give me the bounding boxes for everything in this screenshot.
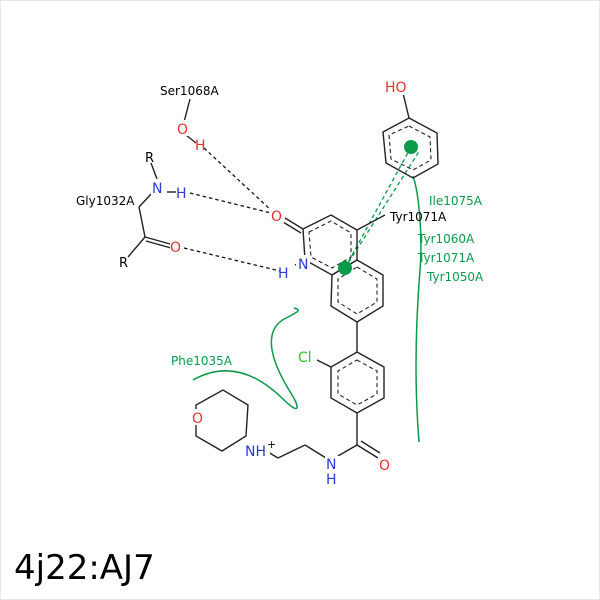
atom-o-water: O: [177, 122, 188, 138]
ligand-chlorophenyl: [314, 322, 385, 459]
atom-cl: Cl: [298, 350, 312, 366]
atom-r-bottom: R: [119, 256, 128, 271]
atom-n-ligand: N: [298, 257, 308, 273]
residue-labels: Ser1068A Gly1032A Tyr1071A Ile1075A Tyr1…: [76, 84, 484, 368]
atom-o-gly: O: [170, 240, 181, 256]
label-ser1068: Ser1068A: [160, 84, 219, 98]
atom-o-amide: O: [379, 458, 390, 474]
pi-centroid-tyr: [404, 140, 418, 154]
pi-centroid-ligand: [338, 261, 352, 275]
hydrophobic-curve-right: [412, 175, 422, 443]
pdb-id-label: 4j22:AJ7: [14, 548, 155, 588]
atom-r-top: R: [145, 151, 154, 166]
atom-h-water: H: [195, 138, 206, 154]
hbond-gly-o-ligand: [183, 247, 281, 272]
label-tyr1050: Tyr1050A: [426, 270, 484, 284]
ligand-morpholine-linker: [195, 389, 327, 459]
label-tyr1071-bonded: Tyr1071A: [389, 210, 447, 224]
atom-labels: HO O H R N H O R O N H Cl O NH + N H O: [119, 77, 412, 488]
label-ile1075: Ile1075A: [429, 194, 483, 208]
atom-h-gly: H: [176, 186, 187, 202]
label-gly1032: Gly1032A: [76, 194, 135, 208]
residue-backbone-bonds: [127, 98, 197, 258]
atom-n-gly: N: [152, 181, 162, 197]
label-tyr1071: Tyr1071A: [417, 251, 475, 265]
label-tyr1060: Tyr1060A: [417, 232, 475, 246]
hbond-water-ligand: [203, 147, 273, 212]
atom-nh-plus: NH: [245, 444, 266, 460]
atom-o-ligand: O: [271, 209, 282, 225]
atom-h-amide: H: [326, 472, 337, 488]
label-phe1035: Phe1035A: [171, 354, 233, 368]
atom-ho: HO: [385, 80, 407, 96]
hbond-gly-nh-ligand: [189, 192, 272, 214]
pi-stacking-line: [344, 146, 412, 269]
atom-o-morpholine: O: [192, 411, 203, 427]
tyr-phenol-ring: [382, 92, 439, 179]
atom-n-amide: N: [326, 457, 336, 473]
hydrophobic-curve-phe1035: [192, 307, 299, 410]
atom-plus: +: [267, 438, 276, 451]
atom-h-ligand: H: [278, 266, 289, 282]
